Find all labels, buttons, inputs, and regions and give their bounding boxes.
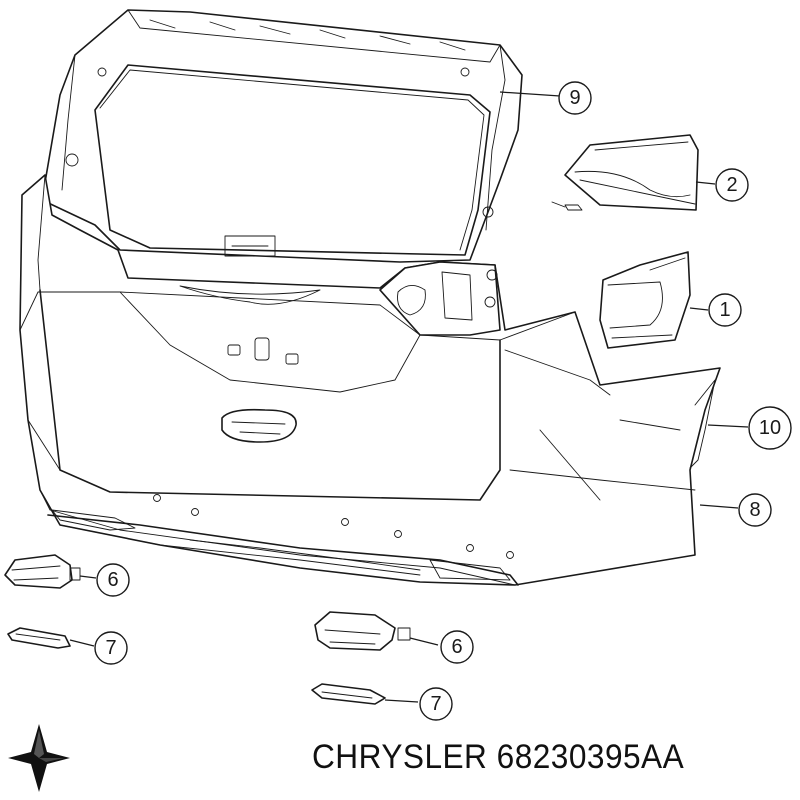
svg-text:1: 1 xyxy=(719,299,730,321)
svg-text:7: 7 xyxy=(430,693,441,715)
callout-10: 10 xyxy=(748,406,792,450)
right-reflector-housing-part xyxy=(314,611,411,651)
callout-7-right: 7 xyxy=(419,687,453,721)
leader-lines xyxy=(69,91,749,703)
lower-tail-lamp-part xyxy=(599,251,691,349)
rear-fascia-part xyxy=(19,174,721,586)
svg-text:2: 2 xyxy=(726,174,737,196)
callout-7-left: 7 xyxy=(94,631,128,665)
left-reflector-part xyxy=(7,627,71,649)
svg-text:7: 7 xyxy=(105,637,116,659)
svg-text:10: 10 xyxy=(759,417,781,439)
svg-text:6: 6 xyxy=(107,569,118,591)
chrysler-pentastar-icon xyxy=(8,724,70,792)
svg-text:6: 6 xyxy=(451,636,462,658)
callout-6-right: 6 xyxy=(440,630,474,664)
svg-text:9: 9 xyxy=(569,87,580,109)
right-reflector-part xyxy=(311,683,386,705)
liftgate-part xyxy=(41,9,523,263)
callout-9: 9 xyxy=(558,81,592,115)
upper-tail-lamp-part xyxy=(551,134,699,211)
callout-1: 1 xyxy=(708,293,742,327)
svg-text:8: 8 xyxy=(749,499,760,521)
callout-8: 8 xyxy=(738,493,772,527)
brand-name: CHRYSLER xyxy=(312,738,488,776)
callout-2: 2 xyxy=(715,168,749,202)
callout-6-left: 6 xyxy=(96,563,130,597)
left-reflector-housing-part xyxy=(4,554,81,589)
part-number: 68230395AA xyxy=(496,738,685,776)
